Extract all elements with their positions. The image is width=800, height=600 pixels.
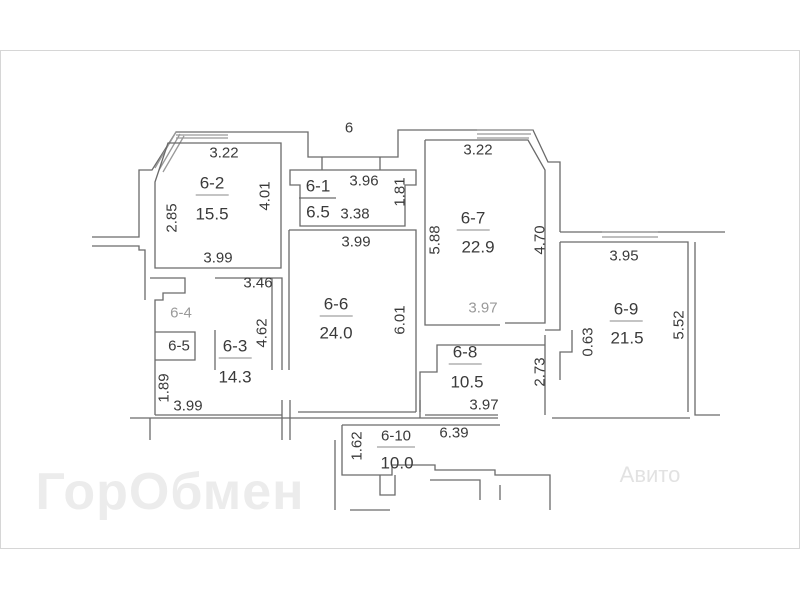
dimension-label: 3.38: [340, 205, 370, 223]
wall: [419, 335, 546, 416]
dimension-label: 3.97: [468, 299, 498, 317]
room-area-6-7: 22.9: [461, 237, 495, 257]
watermark: ГорОбмен: [35, 463, 305, 521]
dimension-label: 4.62: [253, 318, 271, 348]
wall: [154, 142, 282, 269]
dimension-label: 1.62: [348, 431, 366, 461]
wall: [150, 277, 283, 416]
room-id-6-8: 6-8: [448, 344, 482, 365]
room-area-6-1: 6.5: [306, 202, 330, 222]
dimension-label: 5.52: [670, 310, 688, 340]
wall: [92, 129, 420, 300]
dimension-label: 3.22: [463, 141, 493, 159]
room-area-6-10: 10.0: [380, 453, 414, 473]
room-id-6-6: 6-6: [319, 296, 353, 317]
dimension-label: 2.85: [163, 203, 181, 233]
dimension-label: 6.01: [391, 305, 409, 335]
dimension-label: 1.89: [155, 373, 173, 403]
dimension-label: 3.99: [173, 397, 203, 415]
dimension-label: 4.01: [256, 181, 274, 211]
room-id-6-2: 6-2: [195, 175, 229, 196]
dimension-label: 1.81: [391, 177, 409, 207]
room-id-6-9: 6-9: [609, 301, 643, 322]
dimension-label: 5.88: [426, 225, 444, 255]
room-area-6-9: 21.5: [610, 328, 644, 348]
room-area-6-8: 10.5: [450, 372, 484, 392]
dimension-label: 3.46: [243, 274, 273, 292]
dimension-label: 3.95: [609, 247, 639, 265]
watermark-secondary: Авито: [619, 462, 681, 487]
dimension-label: 2.73: [531, 357, 549, 387]
section-label: 6: [344, 119, 354, 137]
room-area-6-3: 14.3: [218, 367, 252, 387]
room-id-6-7: 6-7: [456, 210, 490, 231]
dimension-label: 3.99: [341, 233, 371, 251]
wall: [334, 424, 551, 511]
room-id-6-3: 6-3: [218, 338, 252, 359]
dimension-label: 3.22: [209, 144, 239, 162]
room-id-6-5: 6-5: [168, 337, 190, 355]
dimension-label: 3.99: [203, 249, 233, 267]
room-id-6-4: 6-4: [170, 304, 192, 322]
wall: [130, 400, 498, 440]
wall: [289, 157, 417, 227]
dimension-label: 3.97: [469, 396, 499, 414]
dimension-label: 3.96: [349, 172, 379, 190]
dimension-label: 4.70: [531, 225, 549, 255]
wall: [288, 229, 417, 413]
room-id-6-1: 6-1: [305, 176, 331, 196]
room-id-6-10: 6-10: [376, 429, 416, 448]
window: [602, 231, 658, 238]
window: [477, 129, 533, 139]
dimension-label: 0.63: [579, 327, 597, 357]
dimension-label: 6.39: [439, 424, 469, 442]
room-area-6-2: 15.5: [195, 204, 229, 224]
room-area-6-6: 24.0: [319, 323, 353, 343]
